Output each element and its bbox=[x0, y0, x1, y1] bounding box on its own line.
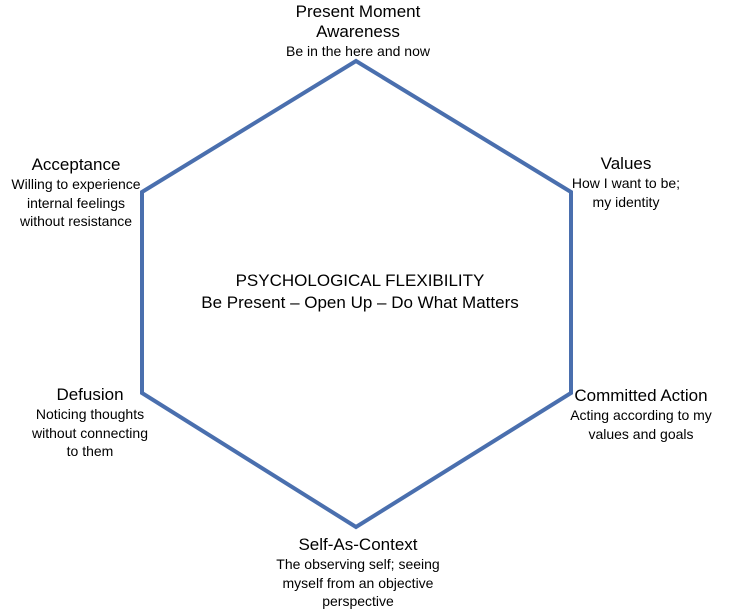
node-acceptance: Acceptance Willing to experience interna… bbox=[0, 155, 152, 230]
node-description: myself from an objective bbox=[282, 574, 434, 591]
node-self-as-context: Self-As-Context The observing self; seei… bbox=[230, 535, 486, 610]
node-description: my identity bbox=[592, 193, 660, 210]
center-title: PSYCHOLOGICAL FLEXIBILITY bbox=[235, 271, 485, 290]
node-description: internal feelings bbox=[26, 194, 126, 211]
node-description: The observing self; seeing bbox=[276, 556, 440, 573]
center-subtitle: Be Present – Open Up – Do What Matters bbox=[201, 293, 519, 312]
node-description: Willing to experience bbox=[11, 176, 141, 193]
node-description: Noticing thoughts bbox=[35, 406, 145, 423]
node-title: Self-As-Context bbox=[298, 535, 418, 554]
node-description: without connecting bbox=[32, 424, 148, 441]
node-present-moment-awareness: Present Moment Awareness Be in the here … bbox=[238, 2, 478, 60]
node-description: Be in the here and now bbox=[286, 43, 430, 59]
node-title: Acceptance bbox=[31, 155, 121, 174]
node-title: Committed Action bbox=[574, 386, 708, 405]
node-title: Defusion bbox=[56, 385, 124, 404]
node-defusion: Defusion Noticing thoughts without conne… bbox=[20, 385, 160, 460]
node-description: Acting according to my bbox=[570, 407, 712, 424]
node-description: How I want to be; bbox=[571, 175, 681, 192]
node-committed-action: Committed Action Acting according to my … bbox=[556, 386, 726, 443]
hexagon-outline bbox=[140, 58, 573, 530]
node-description: to them bbox=[66, 442, 114, 459]
node-title: Awareness bbox=[316, 22, 400, 41]
node-values: Values How I want to be; my identity bbox=[548, 154, 704, 211]
node-description: values and goals bbox=[588, 425, 694, 442]
node-description: without resistance bbox=[19, 212, 133, 229]
center-label: PSYCHOLOGICAL FLEXIBILITY Be Present – O… bbox=[150, 270, 570, 314]
node-title: Present Moment bbox=[295, 2, 421, 21]
node-title: Values bbox=[600, 154, 652, 173]
node-description: perspective bbox=[322, 592, 394, 609]
